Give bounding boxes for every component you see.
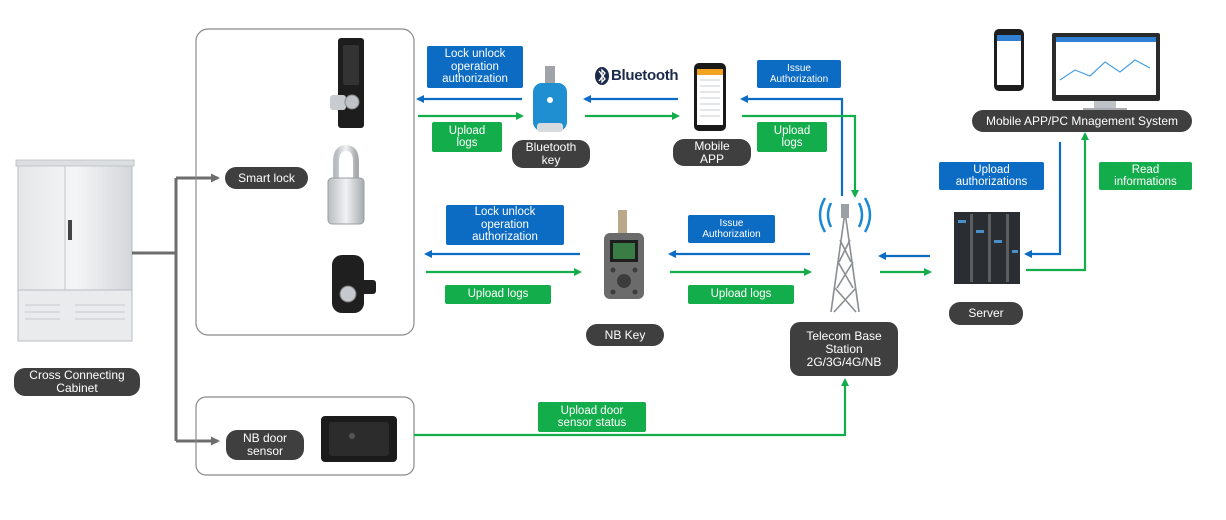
door-sensor-image	[321, 416, 397, 462]
mobile-phone-image	[694, 63, 726, 131]
handle-lock-image	[330, 38, 364, 128]
bluetooth-icon	[595, 67, 609, 85]
door-sensor-status-tag: Upload door sensor status	[538, 402, 646, 432]
cabinet-connector	[132, 173, 220, 446]
bluetooth-brand-text: Bluetooth	[611, 67, 679, 84]
smart-lock-group-box	[195, 28, 415, 336]
cabinet-label: Cross Connecting Cabinet	[14, 368, 140, 396]
cam-lock-image	[332, 255, 376, 313]
management-devices-image	[994, 29, 1160, 111]
nb-door-sensor-label: NB door sensor	[226, 430, 304, 460]
bluetooth-key-label: Bluetooth key	[512, 140, 590, 168]
flow-arrows	[414, 95, 1089, 437]
telecom-base-station-label: Telecom Base Station 2G/3G/4G/NB	[790, 322, 898, 376]
mobile-app-label: Mobile APP	[673, 139, 751, 166]
station-upload-logs-tag: Upload logs	[688, 285, 794, 304]
telecom-tower-image	[830, 204, 860, 313]
bt-lock-auth-tag: Lock unlock operation authorization	[427, 46, 523, 88]
server-label: Server	[949, 302, 1023, 325]
server-rack-image	[954, 212, 1020, 284]
smart-lock-label: Smart lock	[225, 167, 308, 189]
bluetooth-key-image	[533, 66, 567, 132]
bt-upload-logs-tag: Upload logs	[432, 122, 502, 152]
upload-authorizations-tag: Upload authorizations	[939, 162, 1044, 190]
management-system-label: Mobile APP/PC Mnagement System	[972, 110, 1192, 132]
nb-upload-logs-tag: Upload logs	[445, 285, 551, 304]
nb-key-label: NB Key	[586, 324, 664, 346]
app-issue-auth-tag: Issue Authorization	[757, 60, 841, 88]
app-upload-logs-tag: Upload logs	[757, 122, 827, 152]
signal-waves-icon	[818, 197, 872, 233]
cabinet-image	[15, 159, 135, 342]
padlock-image	[327, 144, 365, 225]
nb-key-image	[604, 210, 644, 299]
read-informations-tag: Read informations	[1099, 162, 1192, 190]
station-issue-auth-tag: Issue Authorization	[688, 215, 775, 243]
nb-lock-auth-tag: Lock unlock operation authorization	[446, 205, 564, 245]
